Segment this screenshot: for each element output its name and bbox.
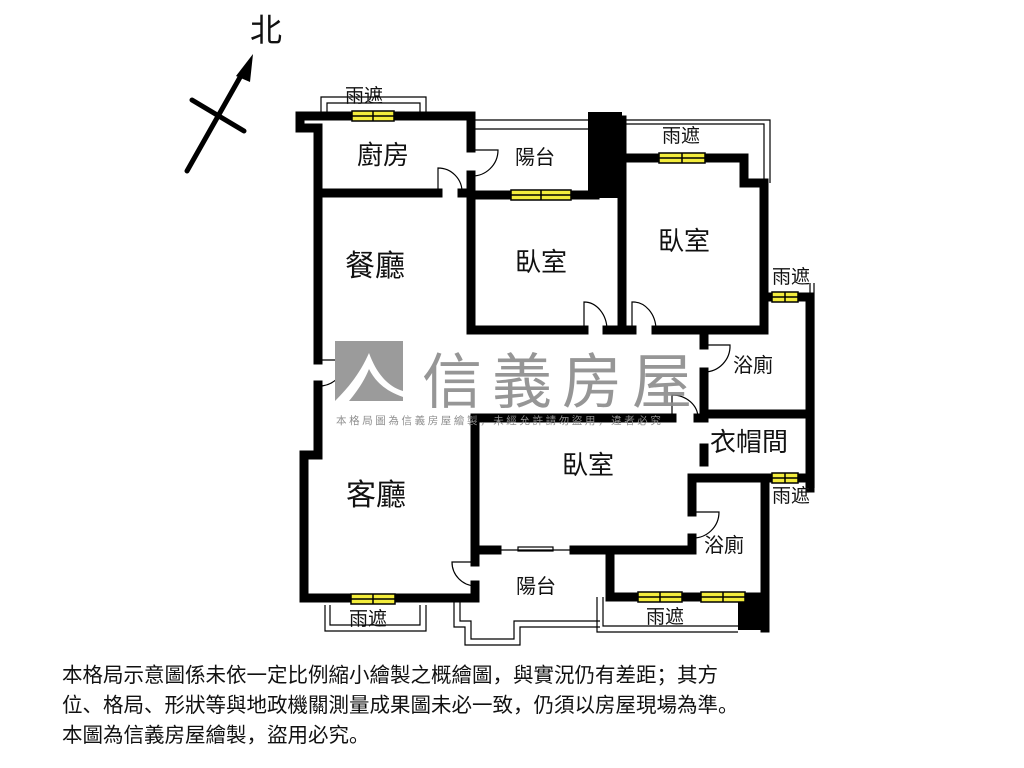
eave-label-south: 雨遮 (646, 606, 685, 628)
room-bedroom-north-middle: 臥室 (515, 248, 568, 278)
disclaimer: 本格局示意圖係未依一定比例縮小繪製之概繪圖，與實況仍有差距；其方 位、格局、形狀… (62, 660, 982, 750)
eave-label-kitchen: 雨遮 (345, 85, 384, 107)
eave-label-bedroom-ne: 雨遮 (662, 125, 701, 147)
disclaimer-line-3: 本圖為信義房屋繪製，盜用必究。 (62, 723, 370, 747)
room-bathroom-master: 浴廁 (704, 533, 744, 557)
room-dining: 餐廳 (345, 249, 405, 284)
disclaimer-line-1: 本格局示意圖係未依一定比例縮小繪製之概繪圖，與實況仍有差距；其方 (62, 663, 718, 687)
brand-logo-icon (335, 341, 403, 401)
room-balcony-south: 陽台 (516, 574, 556, 598)
windows (350, 110, 799, 605)
room-bedroom-master: 臥室 (562, 451, 615, 481)
room-balcony-north: 陽台 (515, 145, 555, 169)
eave-label-living: 雨遮 (349, 608, 388, 630)
room-bedroom-north-east: 臥室 (658, 227, 711, 257)
room-kitchen: 廚房 (357, 141, 410, 171)
disclaimer-line-2: 位、格局、形狀等與地政機關測量成果圖未必一致，仍須以房屋現場為準。 (62, 693, 739, 717)
watermark-notice: 本格局圖為信義房屋繪製，未經允許請勿盜用，違者必究 (336, 415, 664, 427)
room-walk-in-closet: 衣帽間 (710, 428, 789, 458)
structural-column (588, 112, 622, 198)
eave-label-east-upper: 雨遮 (772, 266, 811, 288)
watermark-brand: 信義房屋 (422, 348, 702, 418)
room-bathroom-east: 浴廁 (733, 353, 773, 377)
eave-label-east-lower: 雨遮 (772, 485, 811, 507)
room-living: 客廳 (346, 478, 406, 513)
north-arrow-icon (184, 54, 253, 174)
north-label: 北 (250, 11, 283, 49)
